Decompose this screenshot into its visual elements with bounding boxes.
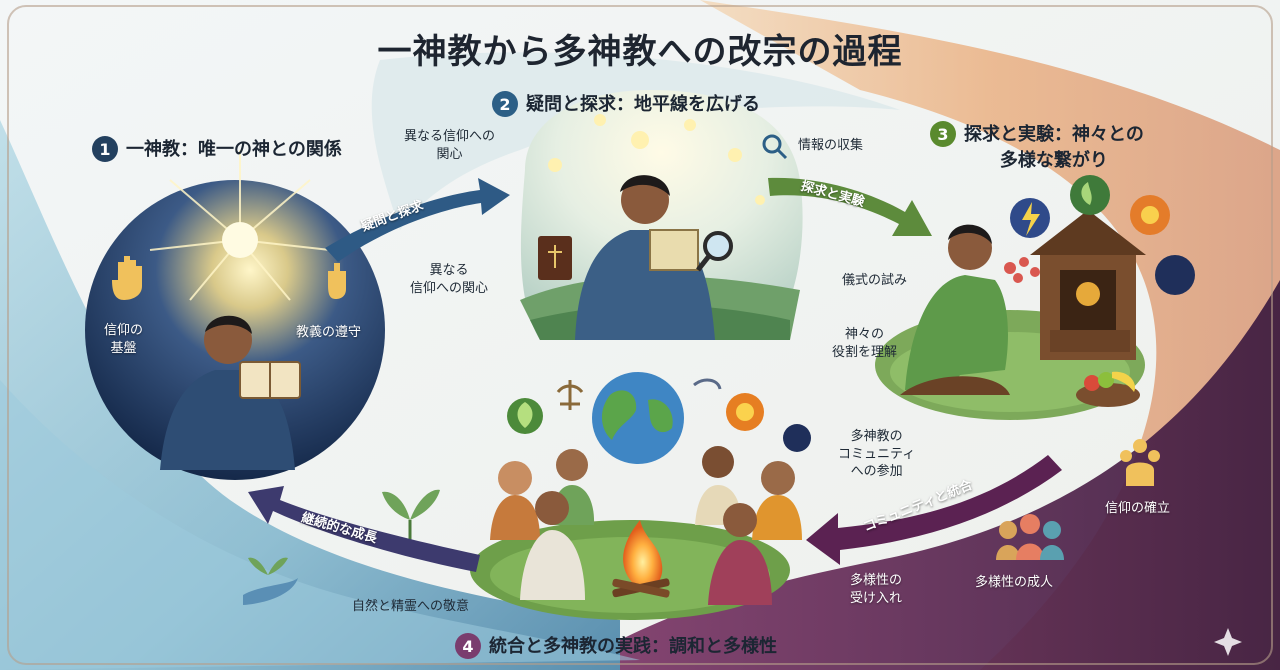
step-2-header: 2 疑問と探求：地平線を広げる	[492, 90, 760, 117]
page-title: 一神教から多神教への改宗の過程	[377, 32, 903, 72]
step-4-header: 4 統合と多神教の実践：調和と多様性	[455, 632, 777, 659]
poly-community-line1: 多神教の	[850, 429, 903, 444]
doctrine-label: 教義の遵守	[296, 325, 362, 340]
step-4-label: 統合と多神教の実践：調和と多様性	[489, 636, 777, 657]
interest-bottom-label: 異なる 信仰への関心	[410, 262, 488, 297]
faith-established-label: 信仰の確立	[1105, 501, 1171, 516]
diversity-accept-line2: 受け入れ	[850, 590, 903, 606]
step-3-number: 3	[930, 121, 956, 147]
roles-line2: 役割を理解	[832, 344, 898, 360]
step-3-header: 3 探求と実験：神々との 多様な繋がり	[930, 120, 1144, 172]
step-1-label: 一神教：唯一の神との関係	[126, 139, 342, 160]
diversity-accept-line1: 多様性の	[850, 573, 903, 588]
step-3-label-line1: 探求と実験：神々との	[964, 124, 1144, 145]
interest-bottom-line1: 異なる	[429, 263, 469, 278]
poly-community-label: 多神教の コミュニティ への参加	[838, 428, 915, 481]
faith-foundation-line1: 信仰の	[104, 323, 144, 338]
diversity-adult-label: 多様性の成人	[975, 575, 1054, 590]
poly-community-line2: コミュニティ	[838, 446, 916, 462]
step-2-label: 疑問と探求：地平線を広げる	[526, 94, 760, 115]
interest-top-line2: 関心	[436, 146, 463, 162]
roles-line1: 神々の	[845, 327, 885, 342]
ritual-label: 儀式の試み	[842, 273, 908, 288]
poly-community-line3: への参加	[850, 464, 903, 480]
interest-bottom-line2: 信仰への関心	[410, 280, 489, 296]
step-4-number: 4	[455, 633, 481, 659]
step-1-header: 1 一神教：唯一の神との関係	[92, 135, 342, 162]
step-2-number: 2	[492, 91, 518, 117]
diversity-accept-label: 多様性の 受け入れ	[850, 572, 902, 607]
roles-label: 神々の 役割を理解	[832, 326, 897, 361]
step-3-label-line2: 多様な繋がり	[999, 150, 1108, 171]
interest-top-label: 異なる信仰への 関心	[404, 128, 495, 163]
faith-foundation-line2: 基盤	[110, 340, 137, 356]
step-1-number: 1	[92, 136, 118, 162]
info-gathering-label: 情報の収集	[798, 138, 864, 153]
step-3-label: 探求と実験：神々との 多様な繋がり	[964, 120, 1144, 172]
faith-foundation-label: 信仰の 基盤	[104, 322, 143, 357]
interest-top-line1: 異なる信仰への	[404, 129, 496, 144]
nature-respect-label: 自然と精霊への敬意	[352, 599, 470, 614]
